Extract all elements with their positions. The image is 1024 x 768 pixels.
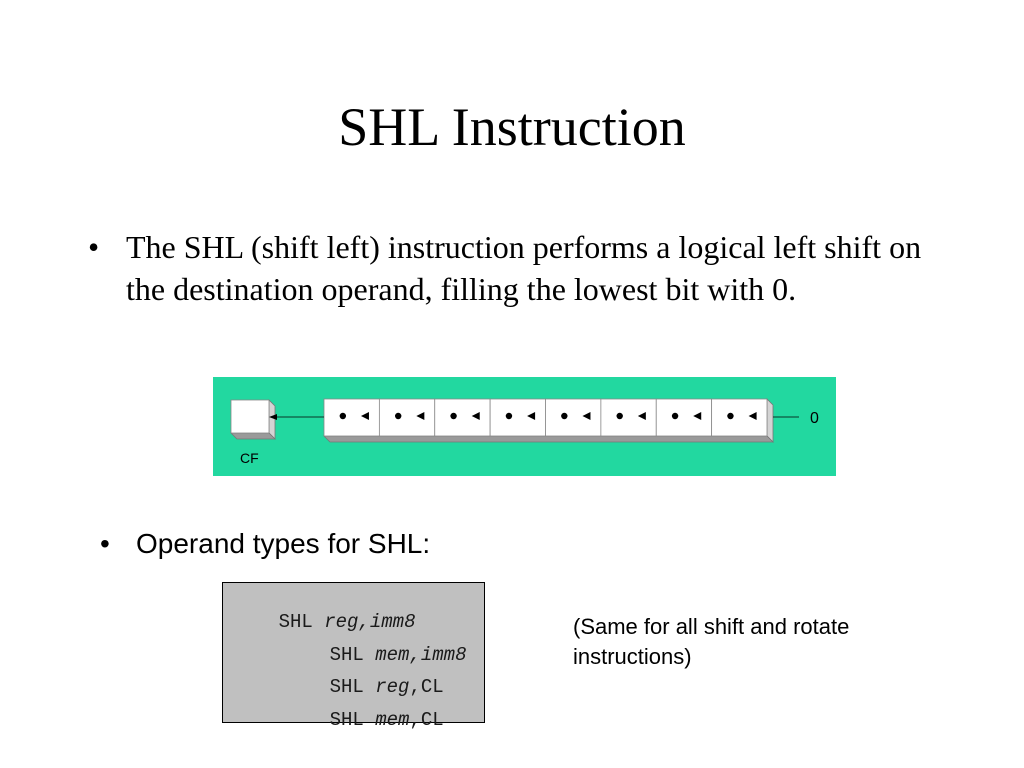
operand-forms-box: SHL reg,imm8 SHL mem,imm8 SHL reg,CL SHL… — [222, 582, 485, 731]
register-bit-cell — [489, 398, 546, 437]
register-bit-cell — [323, 398, 380, 437]
shift-arrowhead — [748, 412, 757, 420]
bit-dot — [339, 412, 347, 420]
bullet-text: The SHL (shift left) instruction perform… — [126, 229, 922, 307]
register-bit-cell — [600, 398, 657, 437]
shift-arrowhead — [360, 412, 369, 420]
shift-arrowhead — [582, 412, 591, 420]
carry-flag-box — [230, 399, 276, 440]
bullet-marker: • — [100, 528, 110, 559]
bullet-shl-description: • The SHL (shift left) instruction perfo… — [88, 226, 948, 310]
bit-dot — [505, 412, 513, 420]
operand-form-line: SHL reg,CL — [329, 676, 444, 698]
register-bit-cell — [711, 398, 768, 437]
slide-title: SHL Instruction — [338, 97, 686, 157]
bit-dot — [450, 412, 457, 420]
shift-left-diagram: CF 0 — [213, 377, 836, 476]
bit-dot — [671, 412, 679, 420]
register-bit-cell — [545, 398, 602, 437]
register-bit-cell — [655, 398, 713, 437]
operand-form-line: SHL reg,imm8 — [278, 611, 416, 633]
shift-arrowhead — [693, 412, 702, 420]
carry-arrowhead — [269, 414, 277, 420]
shift-rotate-note: (Same for all shift and rotate instructi… — [573, 614, 850, 669]
operand-form-line: SHL mem,CL — [329, 709, 444, 731]
register-side — [766, 398, 774, 443]
bit-dot — [395, 412, 402, 420]
shift-arrowhead — [637, 412, 646, 420]
bullet-marker: • — [88, 229, 100, 265]
shift-diagram-svg: CF 0 — [230, 398, 819, 466]
bit-dot — [616, 412, 623, 420]
register-bottom — [323, 435, 774, 443]
bit-dot — [561, 412, 568, 420]
shift-arrowhead — [416, 412, 425, 420]
register-bit-cell — [434, 398, 491, 437]
carry-flag-label: CF — [240, 450, 259, 466]
shift-arrowhead — [527, 412, 536, 420]
operand-form-line: SHL mem,imm8 — [329, 644, 467, 666]
register-bits — [323, 398, 768, 437]
shift-arrowhead — [471, 412, 480, 420]
bit-dot — [727, 412, 734, 420]
bullet-text: Operand types for SHL: — [136, 528, 431, 559]
bullet-operand-types: • Operand types for SHL: — [100, 526, 430, 562]
fill-zero-label: 0 — [810, 410, 819, 427]
register-bit-cell — [378, 398, 436, 437]
